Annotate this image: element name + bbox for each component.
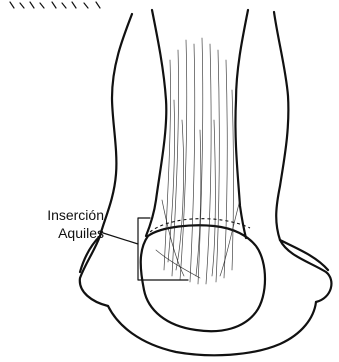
foot-right-edge <box>280 240 328 270</box>
annotation-label: Inserción Aquiles <box>4 206 104 242</box>
cropped-text-fragment <box>10 2 100 8</box>
label-leader-line <box>100 232 138 244</box>
heel-bone-outline <box>141 225 265 331</box>
heel-pad-outline <box>108 302 316 355</box>
annotation-line-1: Inserción <box>4 206 104 224</box>
tendon-fibers <box>156 38 240 284</box>
leg-outline-right <box>274 12 331 302</box>
tendon-outline-left <box>146 10 166 236</box>
annotation-line-2: Aquiles <box>4 224 104 242</box>
leg-outline-left <box>80 14 132 306</box>
tendon-outline-right <box>235 10 248 238</box>
